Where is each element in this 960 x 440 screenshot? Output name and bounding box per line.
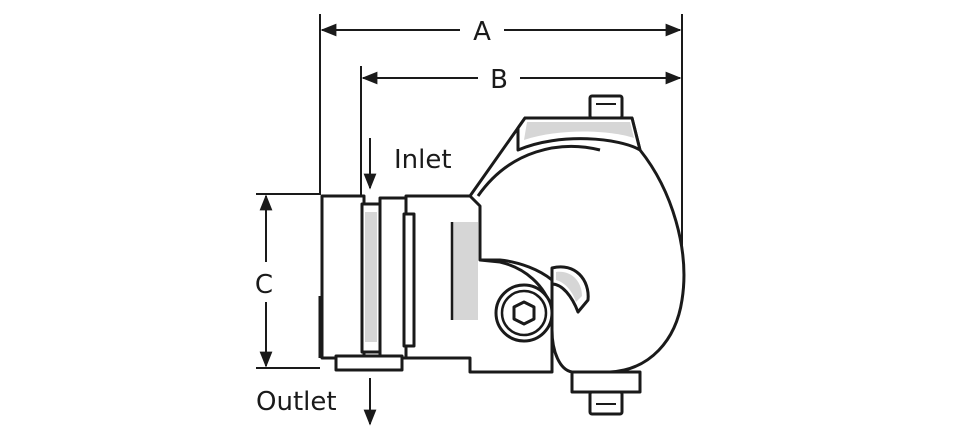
inlet-label: Inlet <box>394 145 452 175</box>
dimension-a: A <box>320 17 682 47</box>
dimension-b-label: B <box>490 65 508 95</box>
extension-lines <box>256 14 683 369</box>
outlet-label: Outlet <box>256 387 337 417</box>
strainer-body <box>318 94 686 416</box>
inlet-indicator: Inlet <box>363 138 452 190</box>
top-bolt <box>588 94 624 120</box>
dimension-c: C <box>255 194 273 368</box>
dimension-b: B <box>361 65 682 95</box>
dimension-c-label: C <box>255 270 273 300</box>
outlet-indicator: Outlet <box>256 378 377 426</box>
outlet-flange <box>320 194 366 360</box>
dimension-a-label: A <box>473 17 491 47</box>
